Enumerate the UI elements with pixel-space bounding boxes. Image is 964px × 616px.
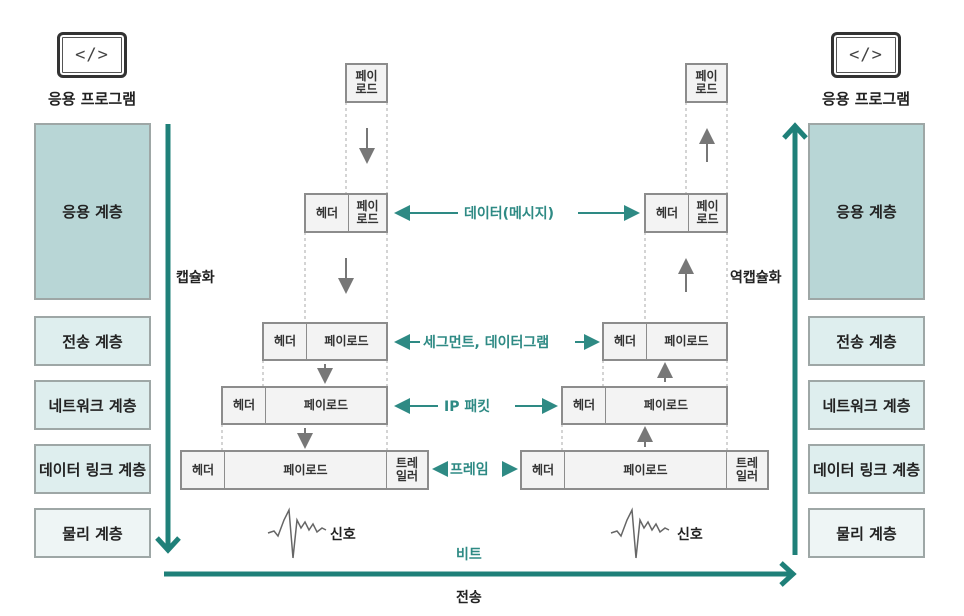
pdu-label-segment: 세그먼트, 데이터그램	[423, 335, 550, 351]
payload-text-2: 로드	[355, 82, 378, 96]
receiver-data-message: 헤더 페이 로드	[644, 193, 728, 233]
receiver-app-icon: </>	[831, 32, 901, 78]
encapsulation-label: 캡슐화	[176, 270, 215, 286]
pdu-label-packet: IP 패킷	[444, 399, 491, 415]
sender-ip-packet: 헤더 페이로드	[221, 386, 388, 425]
payload-cell: 페이 로드	[688, 195, 726, 231]
decapsulation-arrow	[782, 122, 808, 555]
decapsulation-label: 역캡슐화	[730, 270, 782, 286]
header-cell: 헤더	[232, 398, 256, 412]
receiver-step-arrows	[637, 128, 715, 447]
sender-layer-transport: 전송 계층	[34, 316, 151, 366]
receiver-layer-transport: 전송 계층	[808, 316, 925, 366]
trailer-text-1: 트레	[395, 456, 419, 470]
sender-guide-lines	[221, 102, 388, 451]
payload-text-1: 페이	[695, 69, 718, 83]
sender-frame: 헤더 페이로드 트레 일러	[180, 450, 429, 490]
receiver-frame: 헤더 페이로드 트레 일러	[520, 450, 769, 490]
header-cell: 헤더	[531, 462, 555, 477]
sender-app-icon: </>	[57, 32, 127, 78]
header-cell: 헤더	[655, 205, 679, 220]
header-cell: 헤더	[315, 205, 339, 220]
payload-cell: 페이로드	[564, 452, 726, 488]
header-cell: 헤더	[273, 334, 297, 348]
payload-cell: 페이 로드	[348, 195, 386, 231]
receiver-app-label: 응용 프로그램	[821, 90, 911, 108]
sender-segment: 헤더 페이로드	[262, 322, 388, 361]
trailer-text-1: 트레	[735, 456, 759, 470]
sender-layer-datalink: 데이터 링크 계층	[34, 444, 151, 494]
receiver-layer-datalink: 데이터 링크 계층	[808, 444, 925, 494]
header-cell: 헤더	[572, 398, 596, 412]
receiver-guide-lines	[561, 102, 728, 451]
payload-text-1: 페이	[696, 199, 719, 213]
sender-step-arrows	[297, 128, 375, 449]
sender-signal-wave-icon	[267, 507, 327, 559]
sender-app-label: 응용 프로그램	[47, 90, 137, 108]
transmission-arrow	[164, 561, 797, 587]
payload-cell: 페이로드	[646, 324, 726, 359]
payload-cell: 페이로드	[224, 452, 386, 488]
receiver-signal-wave-icon	[610, 507, 670, 559]
payload-text-1: 페이	[356, 199, 379, 213]
receiver-app-payload: 페이 로드	[685, 63, 728, 103]
payload-cell: 페이 로드	[687, 65, 726, 101]
transmission-label: 전송	[456, 590, 482, 606]
peer-arrows	[394, 205, 640, 477]
sender-layer-network: 네트워크 계층	[34, 380, 151, 430]
receiver-segment: 헤더 페이로드	[602, 322, 728, 361]
code-window-icon: </>	[849, 45, 883, 65]
trailer-cell: 트레 일러	[726, 452, 767, 488]
encapsulation-arrow	[155, 124, 181, 554]
sender-app-payload: 페이 로드	[345, 63, 388, 103]
sender-layer-application: 응용 계층	[34, 123, 151, 300]
receiver-layer-network: 네트워크 계층	[808, 380, 925, 430]
header-cell: 헤더	[191, 462, 215, 477]
payload-cell: 페이로드	[605, 388, 726, 423]
header-cell: 헤더	[613, 334, 637, 348]
pdu-label-frame: 프레임	[450, 462, 489, 478]
payload-text-2: 로드	[696, 212, 719, 226]
trailer-text-2: 일러	[735, 469, 759, 483]
receiver-signal-label: 신호	[677, 527, 703, 543]
pdu-label-data: 데이터(메시지)	[464, 206, 555, 222]
payload-cell: 페이로드	[265, 388, 386, 423]
payload-cell: 페이 로드	[347, 65, 386, 101]
receiver-layer-physical: 물리 계층	[808, 508, 925, 558]
sender-data-message: 헤더 페이 로드	[304, 193, 388, 233]
payload-cell: 페이로드	[306, 324, 386, 359]
sender-signal-label: 신호	[330, 527, 356, 543]
trailer-text-2: 일러	[395, 469, 419, 483]
payload-text-2: 로드	[356, 212, 379, 226]
receiver-ip-packet: 헤더 페이로드	[561, 386, 728, 425]
code-window-icon: </>	[75, 45, 109, 65]
payload-text-1: 페이	[355, 69, 378, 83]
payload-text-2: 로드	[695, 82, 718, 96]
trailer-cell: 트레 일러	[386, 452, 427, 488]
receiver-layer-application: 응용 계층	[808, 123, 925, 300]
bits-label: 비트	[456, 547, 482, 563]
sender-layer-physical: 물리 계층	[34, 508, 151, 558]
